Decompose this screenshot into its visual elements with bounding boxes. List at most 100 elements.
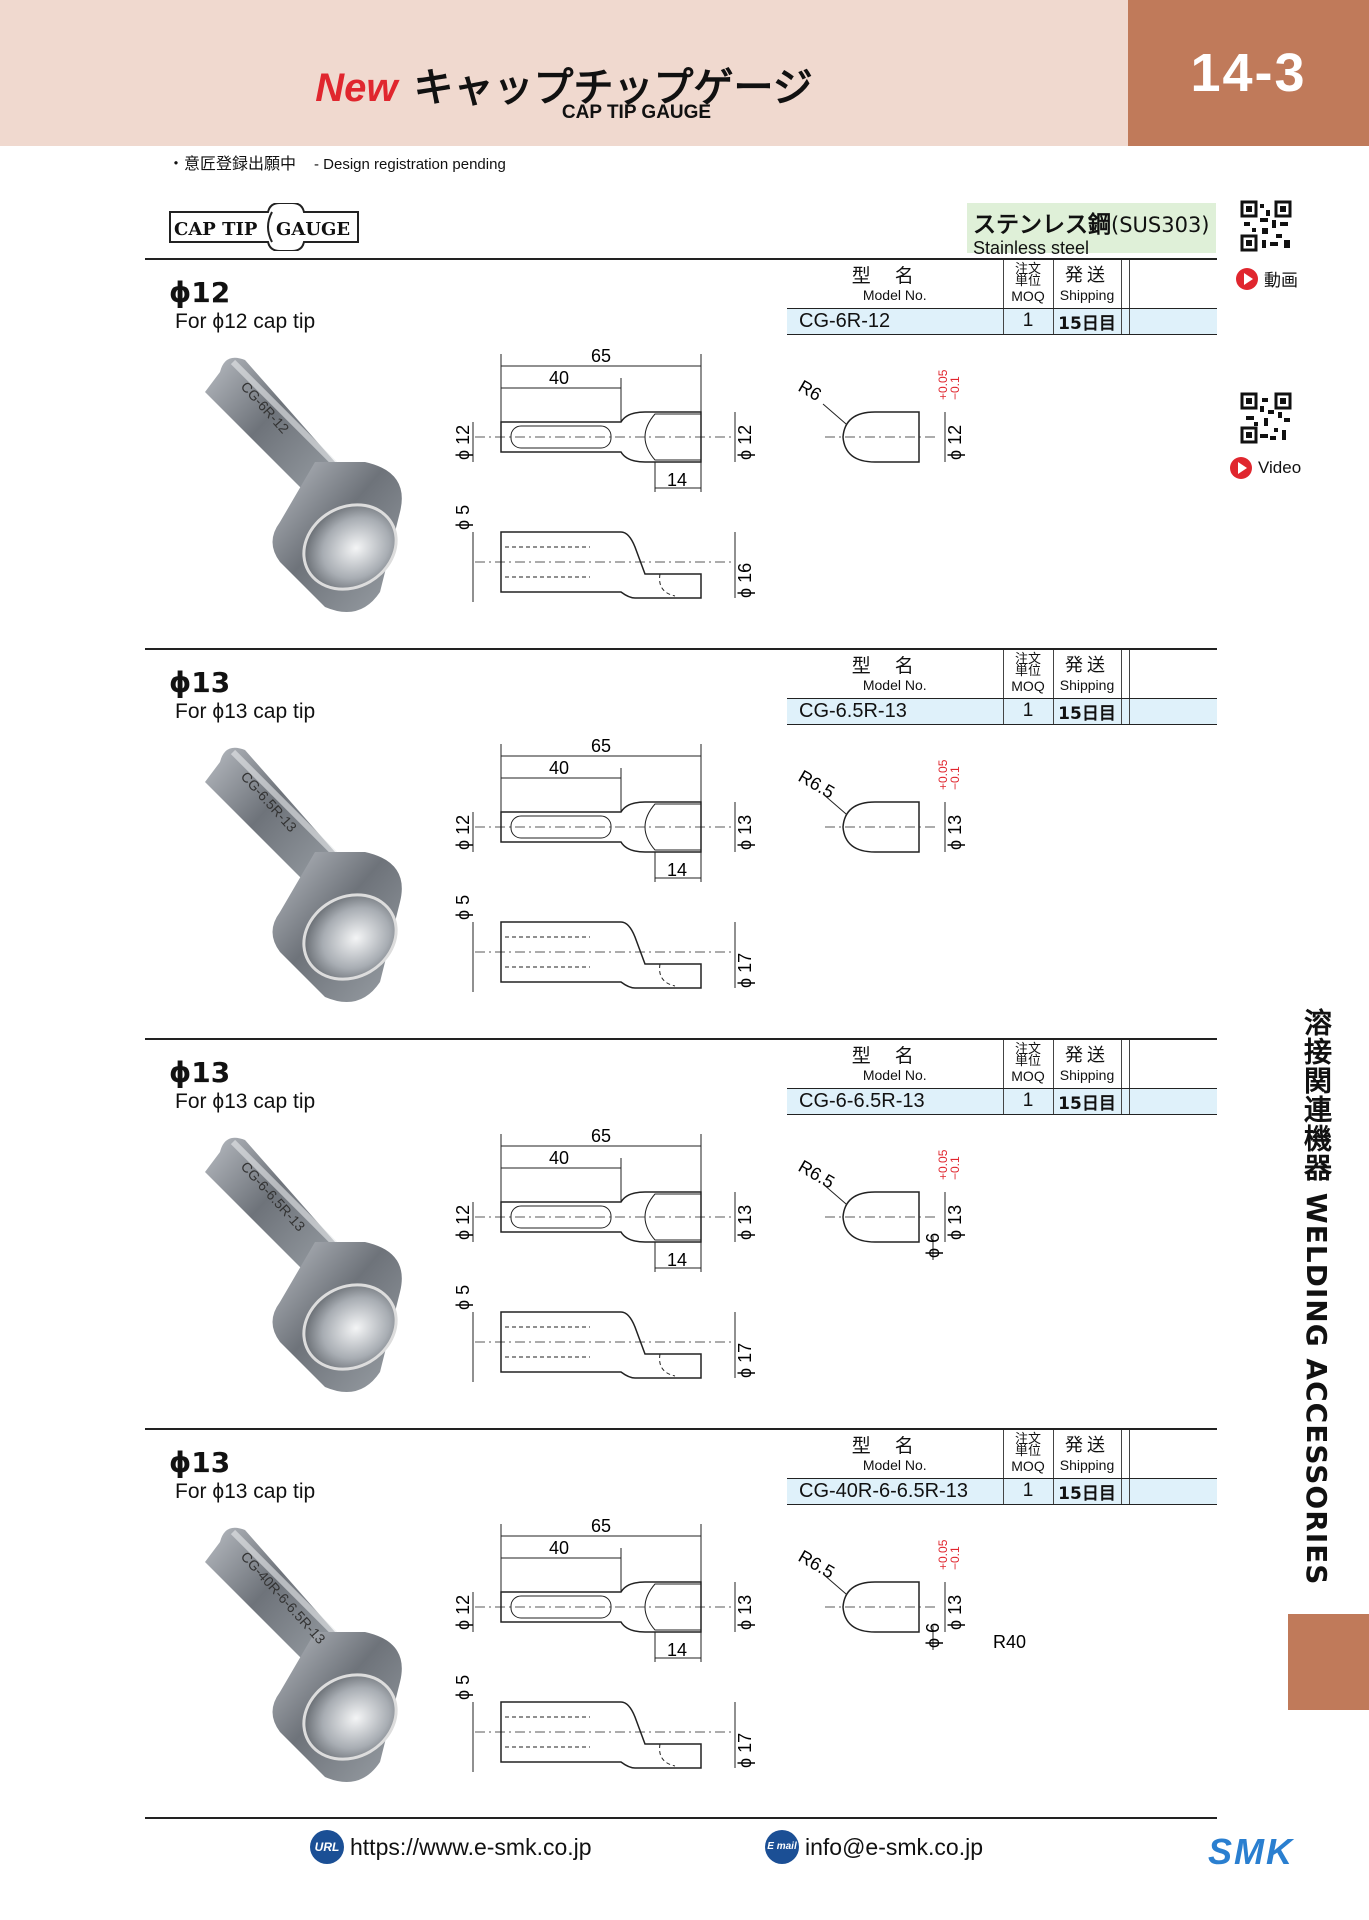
qr-code-movie-icon[interactable]	[1240, 200, 1292, 252]
model-header-jp: 型名	[851, 654, 938, 677]
category-tab	[1288, 1614, 1369, 1710]
tolerance-plus: +0.05	[936, 1149, 950, 1180]
moq-header-en: MOQ	[1011, 1067, 1045, 1084]
section-title: ϕ13	[169, 666, 231, 699]
shaft-length-label: 40	[549, 1538, 569, 1558]
qr-code-video-icon[interactable]	[1240, 392, 1292, 444]
moq-value: 1	[1003, 1478, 1054, 1505]
ship-header-en: Shipping	[1059, 676, 1115, 693]
total-length-label: 65	[591, 1126, 611, 1146]
cap-tip-gauge-logo: CAP TIP GAUGE	[169, 203, 359, 251]
dimension-drawing: 65 40 14 ϕ 12 ϕ 12	[453, 346, 965, 602]
right-dia-label: ϕ 13	[735, 1205, 755, 1240]
spec-row: CG-6R-12 1 15日目	[787, 308, 1217, 335]
model-number: CG-6-6.5R-13	[787, 1088, 1004, 1115]
shaft-length-label: 40	[549, 368, 569, 388]
movie-link[interactable]: 動画	[1236, 266, 1298, 291]
moq-value: 1	[1003, 698, 1054, 725]
section-title: ϕ13	[169, 1056, 231, 1089]
gauge-photo: CG-6-6.5R-13	[205, 1137, 402, 1392]
dimension-drawing: 65 40 14 ϕ 12 ϕ 13	[453, 736, 965, 992]
logo-text-right: GAUGE	[276, 219, 350, 240]
radius-label: R6.5	[795, 1546, 838, 1582]
moq-header-en: MOQ	[1011, 1457, 1045, 1474]
moq-header-jp-2: 単位	[1014, 1443, 1041, 1459]
section-subtitle: For ϕ13 cap tip	[175, 1480, 316, 1503]
moq-value: 1	[1003, 308, 1054, 335]
footer-email[interactable]: E mail info@e-smk.co.jp	[765, 1830, 983, 1864]
moq-header-jp-1: 注文	[1014, 651, 1041, 667]
material-code: (SUS303)	[1111, 213, 1210, 237]
model-header-en: Model No.	[862, 1456, 927, 1473]
radius-label: R6.5	[795, 766, 838, 802]
model-header-jp: 型名	[851, 1044, 938, 1067]
model-header-en: Model No.	[862, 676, 927, 693]
height-label: ϕ 17	[735, 953, 755, 988]
shaft-length-label: 40	[549, 1148, 569, 1168]
model-number: CG-6.5R-13	[787, 698, 1004, 725]
spec-row: CG-40R-6-6.5R-13 1 15日目	[787, 1478, 1217, 1505]
model-header-en: Model No.	[862, 1066, 927, 1083]
total-length-label: 65	[591, 1516, 611, 1536]
shipping-value: 15日目	[1053, 1088, 1122, 1115]
title-jp: キャップチップゲージ	[413, 65, 813, 111]
thickness-label: ϕ 5	[453, 1285, 473, 1310]
gauge-photo: CG-40R-6-6.5R-13	[205, 1527, 402, 1782]
play-icon	[1236, 267, 1258, 290]
shaft-length-label: 40	[549, 758, 569, 778]
email-text[interactable]: info@e-smk.co.jp	[805, 1833, 984, 1860]
thickness-label: ϕ 5	[453, 895, 473, 920]
section-subtitle: For ϕ13 cap tip	[175, 700, 316, 723]
tolerance-plus: +0.05	[936, 369, 950, 400]
total-length-label: 65	[591, 736, 611, 756]
moq-header-jp-1: 注文	[1014, 1431, 1041, 1447]
ship-header-en: Shipping	[1059, 1066, 1115, 1083]
brand-text: SMK	[1208, 1834, 1295, 1868]
thickness-label: ϕ 5	[453, 505, 473, 530]
url-text[interactable]: https://www.e-smk.co.jp	[350, 1833, 592, 1860]
slot-label: 14	[667, 860, 687, 880]
shipping-value: 15日目	[1053, 1478, 1122, 1505]
left-dia-label: ϕ 12	[453, 815, 473, 850]
tolerance-minus: −0.1	[948, 766, 962, 790]
material-box: ステンレス鋼(SUS303) Stainless steel	[967, 203, 1216, 257]
tolerance-plus: +0.05	[936, 1539, 950, 1570]
brand-logo: SMK	[1208, 1834, 1295, 1868]
radius-label: R6.5	[795, 1156, 838, 1192]
ship-header-jp: 発送	[1065, 264, 1109, 286]
ship-header-jp: 発送	[1065, 654, 1109, 676]
moq-header-en: MOQ	[1011, 287, 1045, 304]
footer-divider	[145, 1817, 1217, 1819]
page-title: New キャップチップゲージ	[0, 55, 1128, 113]
tip-dia-label: ϕ 12	[945, 425, 965, 460]
model-header-en: Model No.	[862, 286, 927, 303]
model-header-jp: 型名	[851, 1434, 938, 1457]
logo-text-left: CAP TIP	[174, 219, 258, 240]
category-vertical-label: 溶接関連機器 WELDING ACCESSORIES	[1300, 1008, 1333, 1586]
shipping-value: 15日目	[1053, 308, 1122, 335]
tip-dia-label: ϕ 13	[945, 1595, 965, 1630]
section-subtitle: For ϕ12 cap tip	[175, 310, 316, 333]
left-dia-label: ϕ 12	[453, 1595, 473, 1630]
movie-label: 動画	[1264, 271, 1298, 291]
ship-header-jp: 発送	[1065, 1434, 1109, 1456]
design-note-jp: ・意匠登録出願中	[168, 154, 297, 173]
gauge-photo: CG-6.5R-13	[205, 747, 402, 1002]
moq-header-jp-2: 単位	[1014, 273, 1041, 289]
spec-row: CG-6.5R-13 1 15日目	[787, 698, 1217, 725]
new-label: New	[315, 66, 398, 110]
moq-header-jp-1: 注文	[1014, 261, 1041, 277]
spec-row: CG-6-6.5R-13 1 15日目	[787, 1088, 1217, 1115]
material-en: Stainless steel	[973, 238, 1090, 258]
tip-dia-label: ϕ 13	[945, 1205, 965, 1240]
video-link[interactable]: Video	[1230, 457, 1301, 479]
model-number: CG-6R-12	[787, 308, 1004, 335]
footer-url[interactable]: URL https://www.e-smk.co.jp	[310, 1830, 592, 1864]
ship-header-jp: 発送	[1065, 1044, 1109, 1066]
model-number: CG-40R-6-6.5R-13	[787, 1478, 1004, 1505]
